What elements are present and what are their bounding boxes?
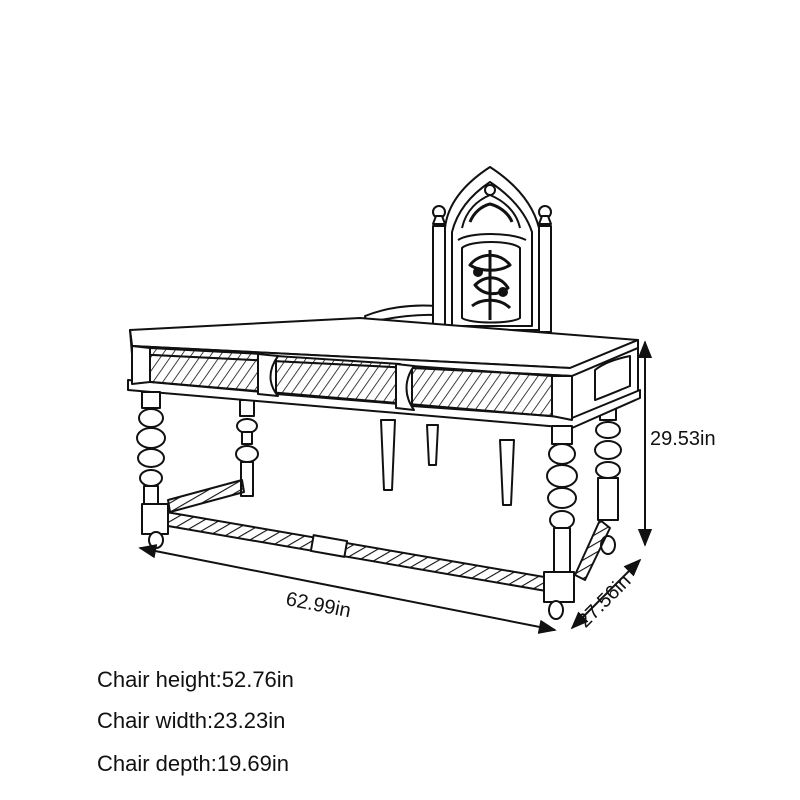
desk-front-leg-right: [543, 425, 578, 620]
chair-back-panel: [444, 166, 540, 331]
chair-width-spec: Chair width:23.23in: [97, 708, 286, 733]
chair-depth-spec: Chair depth:19.69in: [97, 751, 290, 776]
chair-height-spec: Chair height:52.76in: [97, 667, 294, 692]
desk-stretcher-front: [165, 511, 553, 593]
depth-dimension-arrow: [570, 558, 642, 630]
chair-post-right: [538, 225, 552, 333]
chair-front-leg: [499, 439, 515, 506]
desk-front-leg-left: [136, 391, 169, 549]
desk-drawer: [411, 365, 553, 417]
desk-stretcher-back: [167, 479, 245, 513]
desk-back-leg-left: [235, 399, 259, 497]
chair-back-leg: [426, 424, 439, 466]
chair-back-leg: [380, 419, 396, 491]
height-dimension-label: 29.53in: [650, 428, 716, 450]
chair-post-left: [432, 225, 446, 333]
dimension-lines: [138, 340, 653, 634]
length-dimension-arrow: [138, 544, 557, 634]
